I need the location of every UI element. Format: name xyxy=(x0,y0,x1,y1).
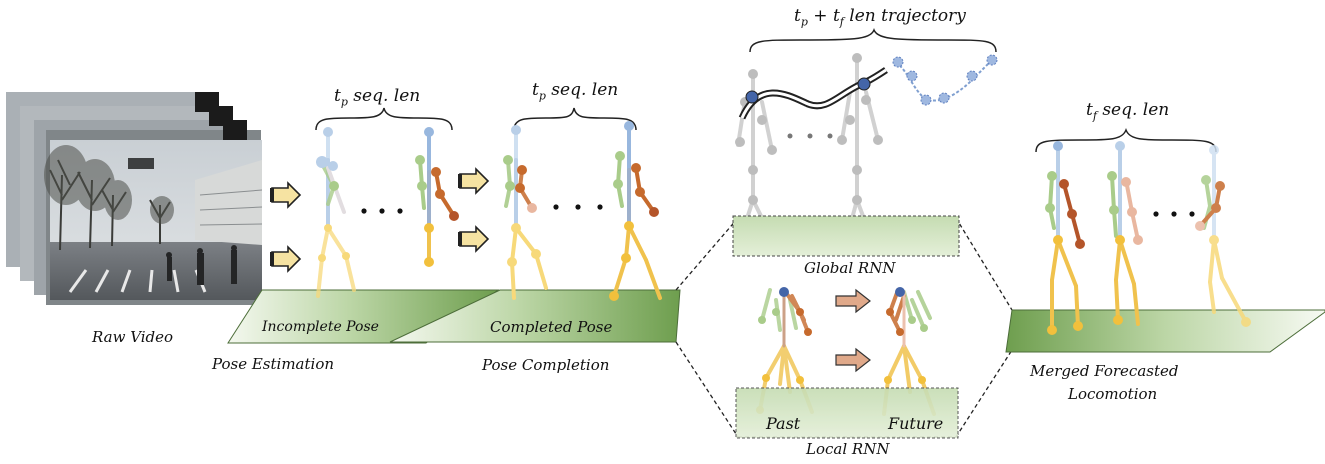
local-arrows xyxy=(835,288,871,373)
forecast-skeleton-1 xyxy=(1045,141,1085,335)
label-tf-seq-len: tf seq. len xyxy=(1086,100,1170,123)
label-tp-seq-len-estimation: tp seq. len xyxy=(334,86,421,109)
ellipsis-estimation xyxy=(361,208,403,214)
arrow-to-pose-completion xyxy=(458,167,490,253)
label-global-rnn: Global RNN xyxy=(804,259,896,277)
global-rnn-box xyxy=(732,215,960,257)
raw-video-frames xyxy=(6,92,263,305)
forecast-skeleton-2 xyxy=(1107,141,1143,326)
local-future-skeletons xyxy=(882,288,936,416)
label-merged-line2: Locomotion xyxy=(1068,385,1158,403)
label-pose-completion: Pose Completion xyxy=(482,356,610,374)
brace-estimation xyxy=(315,107,453,131)
skeleton-estimation-1 xyxy=(316,127,356,298)
brace-completion xyxy=(513,107,637,131)
forecast-skeleton-3 xyxy=(1195,145,1251,327)
skeleton-estimation-2 xyxy=(415,127,459,267)
local-future-joints xyxy=(884,287,928,384)
brace-trajectory xyxy=(749,27,997,53)
street-scene-image xyxy=(44,140,263,300)
label-trajectory: tp + tf len trajectory xyxy=(794,6,966,29)
label-pose-estimation: Pose Estimation xyxy=(212,355,335,373)
skeleton-completion-1 xyxy=(503,125,548,300)
label-completed-pose: Completed Pose xyxy=(490,318,613,336)
brace-forecast xyxy=(1035,127,1217,153)
label-incomplete-pose: Incomplete Pose xyxy=(262,319,379,335)
label-merged-line1: Merged Forecasted xyxy=(1030,362,1179,380)
arrow-to-pose-estimation xyxy=(270,181,302,273)
label-raw-video: Raw Video xyxy=(92,328,174,346)
label-past: Past xyxy=(766,414,801,433)
ellipsis-completion xyxy=(553,204,603,210)
global-ellipsis xyxy=(787,133,833,139)
local-rnn-box xyxy=(735,387,959,439)
future-trajectory xyxy=(892,54,998,106)
label-local-rnn: Local RNN xyxy=(806,440,890,458)
ellipsis-forecast xyxy=(1153,211,1195,217)
label-future: Future xyxy=(888,414,944,433)
past-trajectory xyxy=(738,67,888,120)
skeleton-completion-2 xyxy=(609,121,662,301)
label-tp-seq-len-completion: tp seq. len xyxy=(532,80,619,103)
